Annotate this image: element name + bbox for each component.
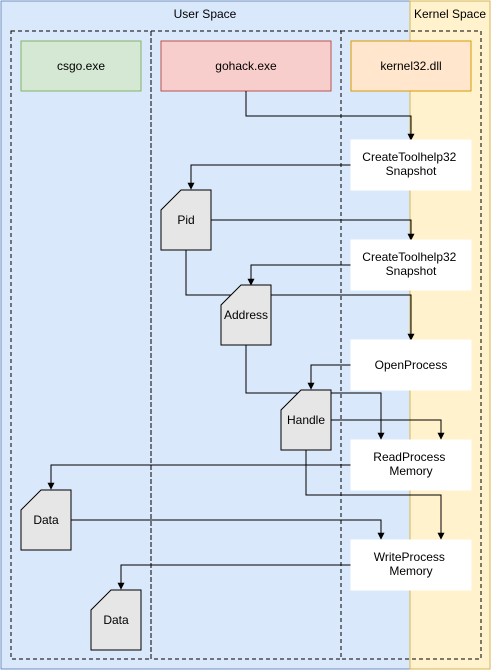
kernel32-header-label: kernel32.dll: [380, 59, 441, 73]
snapshot-2-label: CreateToolhelp32 Snapshot: [362, 250, 459, 278]
lane-csgo: [10, 30, 152, 660]
csgo-header-box: [20, 40, 142, 92]
open-process-box: [350, 339, 472, 391]
arrow-handle-to-read-memory: [331, 419, 445, 440]
data-write-label: Data: [103, 613, 129, 627]
write-memory-line-1: WriteProcess: [374, 550, 445, 564]
snapshot-2-box: [350, 239, 472, 291]
user-space-region: [0, 0, 411, 670]
arrow-write-memory-to-data: [117, 564, 351, 590]
address-label: Address: [224, 308, 268, 322]
pid-label: Pid: [177, 213, 194, 227]
pid-card: [160, 189, 212, 251]
handle-card: [280, 389, 332, 451]
csgo-header-label: csgo.exe: [57, 59, 105, 73]
snapshot-1-line-2: Snapshot: [386, 164, 437, 178]
data-write-card: [90, 589, 142, 651]
kernel-space-title: Kernel Space: [414, 7, 486, 21]
write-memory-label: WriteProcess Memory: [374, 550, 448, 578]
read-memory-line-2: Memory: [389, 464, 432, 478]
read-memory-line-1: ReadProcess: [373, 450, 445, 464]
arrow-pid-to-snapshot-2: [211, 219, 415, 241]
address-card: [220, 284, 272, 346]
data-read-card: [20, 489, 72, 551]
arrow-data-to-write-memory: [71, 519, 385, 540]
data-read-label: Data: [33, 513, 59, 527]
snapshot-2-line-2: Snapshot: [386, 264, 437, 278]
arrow-pid-to-open-process: [185, 250, 415, 341]
write-memory-box: [350, 539, 472, 591]
arrow-gohack-to-snapshot-1: [245, 91, 415, 141]
open-process-line-1: OpenProcess: [375, 358, 448, 372]
snapshot-2-line-1: CreateToolhelp32: [362, 250, 456, 264]
read-memory-label: ReadProcess Memory: [373, 450, 448, 478]
arrow-handle-to-write-memory: [305, 450, 445, 540]
kernel32-header-box: [350, 40, 472, 92]
arrow-read-memory-to-data: [47, 464, 351, 490]
handle-label: Handle: [287, 413, 325, 427]
arrow-snapshot-1-to-pid: [187, 164, 351, 190]
snapshot-1-box: [350, 139, 472, 191]
arrow-snapshot-2-to-address: [247, 264, 351, 286]
lane-kernel32: [340, 30, 482, 660]
read-memory-box: [350, 439, 472, 491]
snapshot-1-line-1: CreateToolhelp32: [362, 150, 456, 164]
user-space-title: User Space: [174, 7, 237, 21]
gohack-header-label: gohack.exe: [215, 59, 277, 73]
arrow-open-process-to-handle: [307, 364, 351, 390]
write-memory-line-2: Memory: [389, 564, 432, 578]
open-process-label: OpenProcess: [375, 358, 448, 372]
gohack-header-box: [160, 40, 332, 92]
snapshot-1-label: CreateToolhelp32 Snapshot: [362, 150, 459, 178]
